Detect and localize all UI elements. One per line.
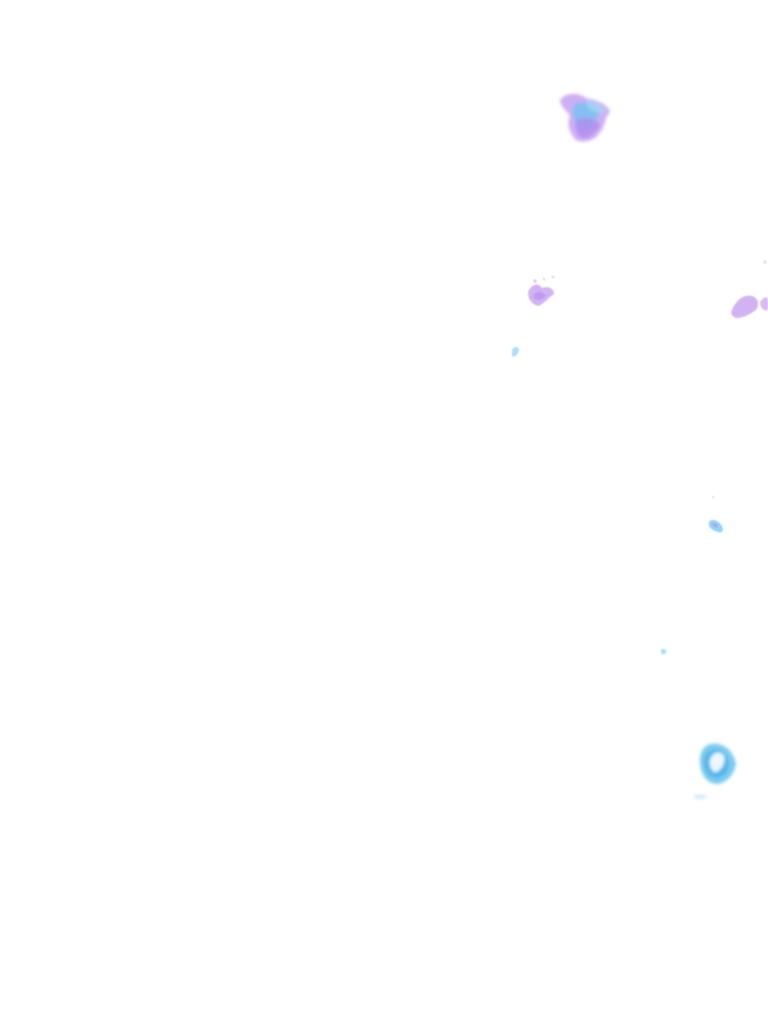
- precip-cell-speck-west: [512, 347, 519, 357]
- precip-blob: [694, 794, 708, 799]
- precip-cell-speck-south: [661, 649, 666, 654]
- precip-cell-mid-west: [528, 275, 555, 306]
- precip-blob: [709, 752, 725, 772]
- precip-speck: [763, 260, 767, 264]
- precip-blob: [731, 295, 759, 318]
- precip-speck: [551, 275, 555, 279]
- precip-blob: [586, 100, 606, 113]
- precip-blob: [575, 117, 600, 138]
- precip-blob: [512, 347, 519, 357]
- precip-cell-south: [694, 743, 736, 799]
- precip-blob: [760, 297, 768, 311]
- precip-cell-mid-east: [731, 260, 768, 318]
- precip-blob: [534, 291, 546, 301]
- precip-speck: [712, 496, 714, 498]
- precip-blob: [661, 649, 666, 654]
- precip-cell-south-east: [708, 496, 723, 533]
- precip-speck: [542, 277, 546, 281]
- precip-speck: [533, 279, 537, 283]
- precip-cell-north: [560, 93, 610, 142]
- precip-blob: [712, 523, 718, 528]
